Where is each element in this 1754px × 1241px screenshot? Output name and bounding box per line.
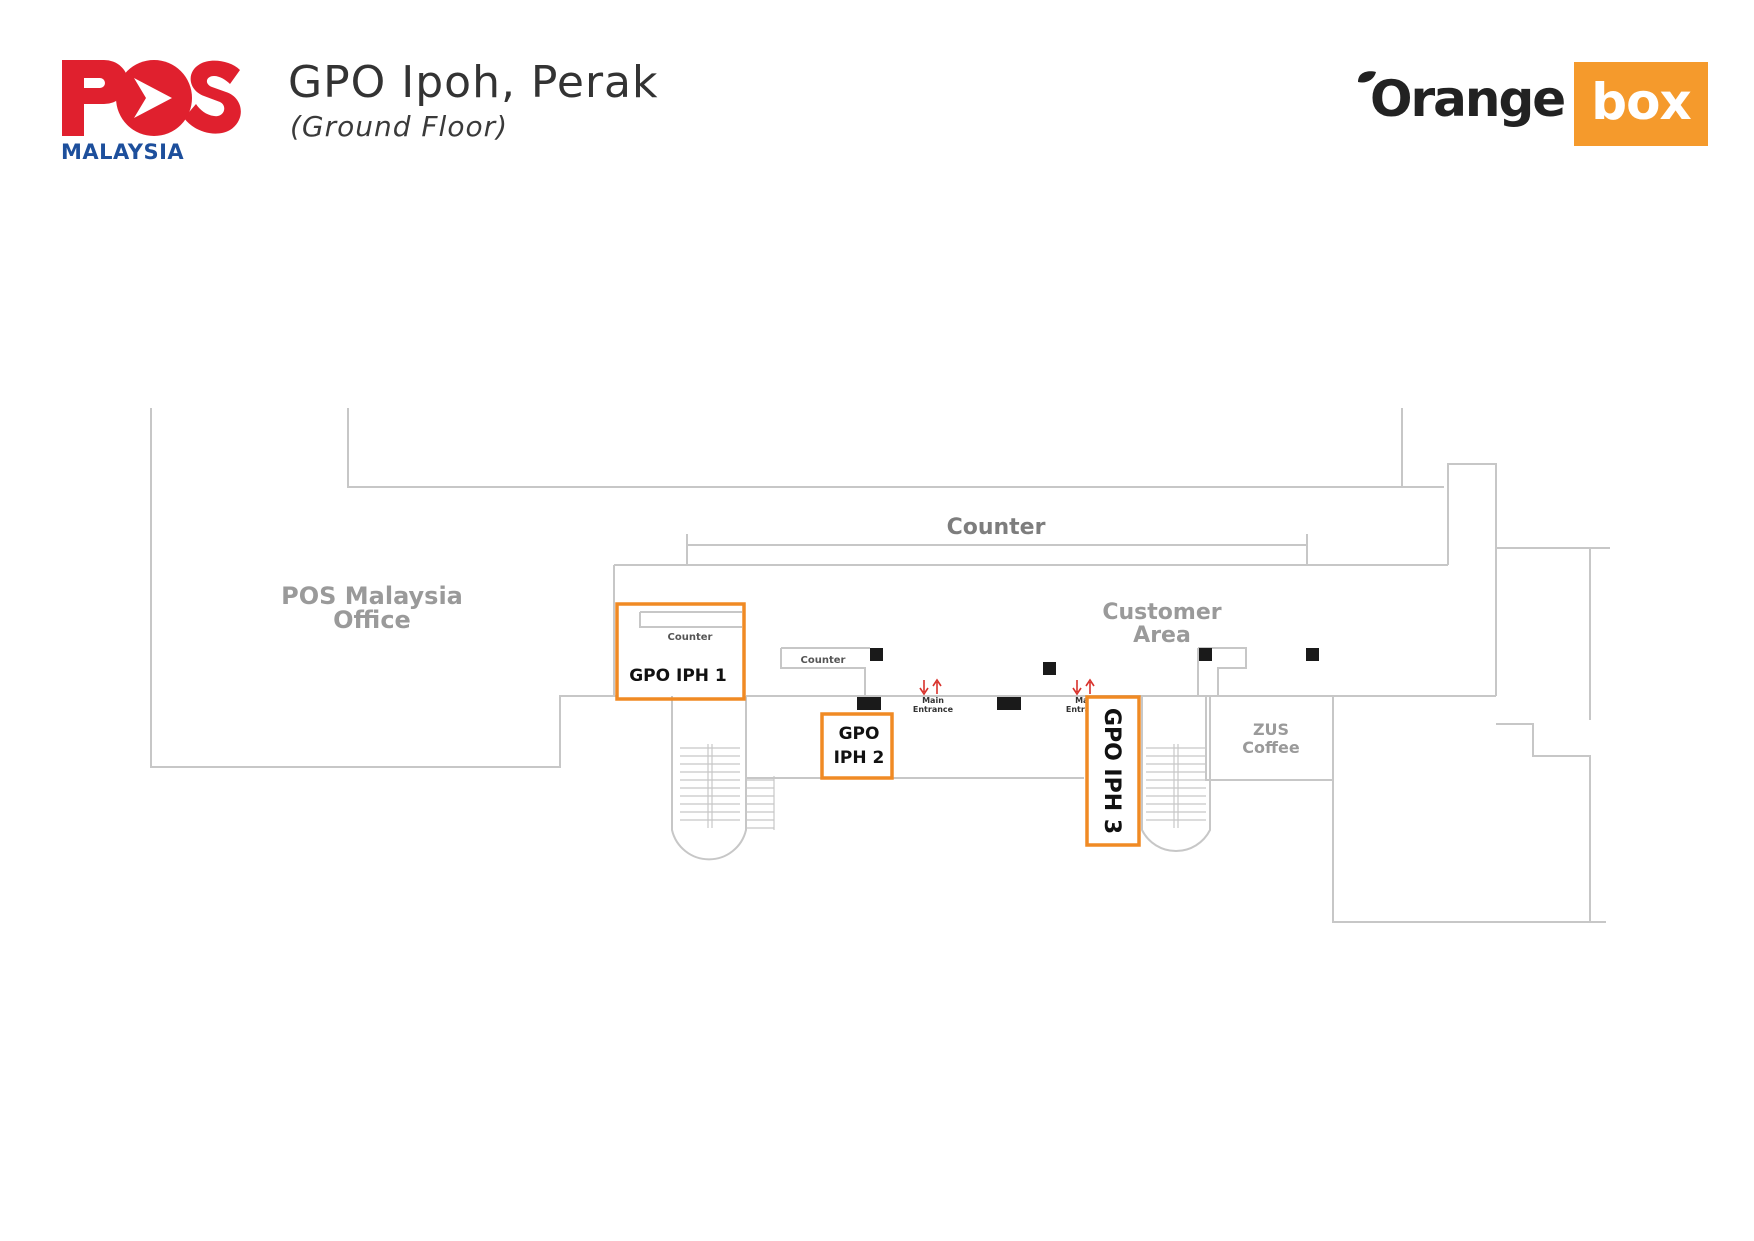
arrow-up-icon <box>932 678 942 694</box>
pos-office-label-line2: Office <box>333 606 411 634</box>
pillar <box>857 697 881 710</box>
orangebox-logo: Orange box <box>1358 62 1708 146</box>
location-label-line1: GPO <box>839 724 880 744</box>
pos-office-label-line1: POS Malaysia <box>281 582 463 610</box>
counter-small-label-2: Counter <box>801 655 846 666</box>
location-label-line2: IPH 2 <box>834 748 885 768</box>
main-entrance-1-line1: Main <box>922 696 944 705</box>
customer-area-label-line2: Area <box>1133 623 1191 648</box>
location-marker <box>615 602 746 701</box>
page-subtitle: (Ground Floor) <box>290 110 509 143</box>
pos-logo-mark <box>62 60 241 136</box>
counter-label: Counter <box>947 515 1046 540</box>
page-title: GPO Ipoh, Perak <box>288 57 659 108</box>
pillar <box>997 697 1021 710</box>
location-label: GPO IPH 1 <box>629 666 727 686</box>
pillar <box>1306 648 1319 661</box>
main-entrance-1-line2: Entrance <box>913 705 954 714</box>
staircase-right <box>1146 744 1206 828</box>
orangebox-logo-word: Orange <box>1370 70 1566 128</box>
pillar <box>1199 648 1212 661</box>
arrow-down-icon <box>919 680 929 696</box>
leaf-icon <box>1358 71 1376 83</box>
location-label: GPO IPH 3 <box>1099 708 1124 834</box>
pos-malaysia-logo: MALAYSIA <box>60 56 245 168</box>
arrow-up-icon <box>1085 678 1095 694</box>
location-gpo-iph-2[interactable]: GPO IPH 2 <box>820 712 894 780</box>
pillar <box>1043 662 1056 675</box>
orangebox-logo-box: box <box>1574 62 1708 146</box>
location-gpo-iph-3[interactable]: GPO IPH 3 <box>1085 695 1141 847</box>
counter-small-label-1: Counter <box>668 632 713 643</box>
walls <box>150 408 1610 923</box>
zus-coffee-label-line2: Coffee <box>1242 738 1300 757</box>
pillar <box>870 648 883 661</box>
pos-logo-subtitle: MALAYSIA <box>61 140 185 164</box>
zus-coffee-label-line1: ZUS <box>1253 720 1289 739</box>
room-labels: POS Malaysia Office Counter Customer Are… <box>281 515 1300 757</box>
arrow-down-icon <box>1072 680 1082 696</box>
staircase-left <box>680 744 775 830</box>
header: MALAYSIA GPO Ipoh, Perak (Ground Floor) … <box>0 0 1754 180</box>
entrance-arrows <box>919 678 1095 696</box>
location-gpo-iph-1[interactable]: GPO IPH 1 <box>615 602 746 701</box>
location-marker <box>820 712 894 780</box>
customer-area-label-line1: Customer <box>1102 600 1221 625</box>
pillars <box>857 648 1319 710</box>
location-marker <box>1085 695 1141 847</box>
